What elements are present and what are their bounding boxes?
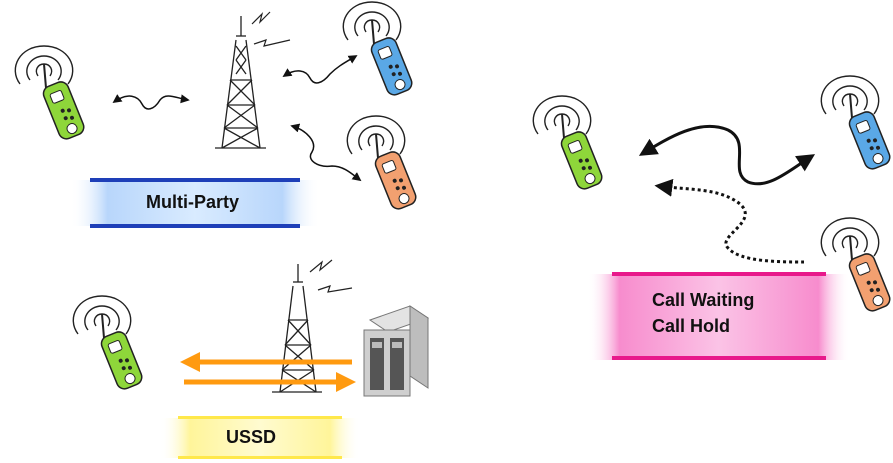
mobile-phone-icon bbox=[821, 76, 892, 171]
mobile-phone-icon bbox=[533, 96, 604, 191]
call-hold-label: Call Hold bbox=[652, 316, 730, 337]
mobile-phone-icon bbox=[73, 296, 144, 391]
cell-tower-icon bbox=[215, 12, 290, 148]
ussd-label: USSD bbox=[226, 427, 276, 448]
link-arrow bbox=[284, 56, 356, 83]
active-call-arrow bbox=[642, 126, 812, 183]
cell-tower-icon bbox=[272, 260, 352, 392]
waiting-call-arrow bbox=[658, 186, 804, 262]
ussd-arrows bbox=[180, 352, 356, 392]
link-arrow bbox=[114, 96, 188, 109]
call-waiting-label: Call Waiting bbox=[652, 290, 754, 311]
mobile-phone-icon bbox=[343, 2, 414, 97]
multi-party-label: Multi-Party bbox=[146, 192, 239, 213]
mobile-phone-icon bbox=[15, 46, 86, 141]
link-arrow bbox=[292, 126, 360, 180]
server-icon bbox=[364, 306, 428, 396]
mobile-phone-icon bbox=[347, 116, 418, 211]
